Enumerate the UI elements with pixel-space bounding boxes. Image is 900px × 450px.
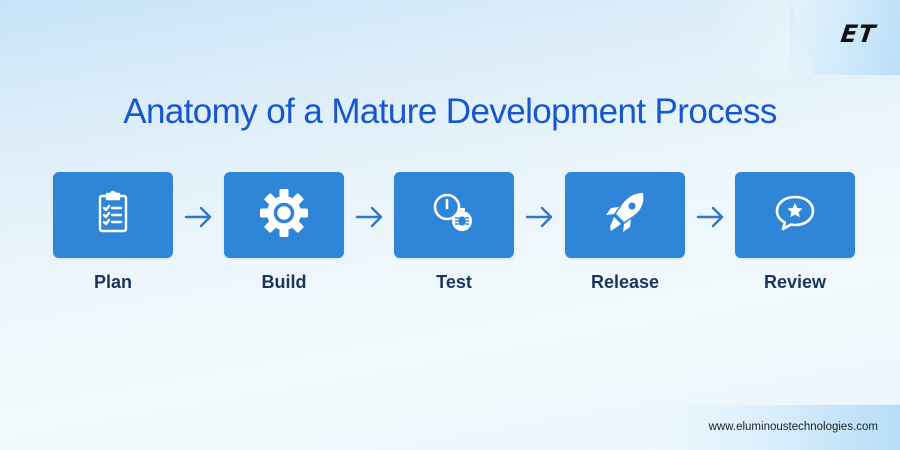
step-build [224, 172, 344, 258]
step-label-test: Test [436, 272, 472, 292]
step-release [565, 172, 685, 258]
company-logo: ET [839, 20, 878, 48]
arrow-right-icon [184, 206, 212, 228]
website-url: www.eluminoustechnologies.com [708, 421, 878, 433]
step-label-release: Release [590, 272, 660, 292]
step-test [394, 172, 514, 258]
step-label-review: Review [763, 272, 827, 292]
decorative-corner-bottom [648, 405, 900, 450]
speech-bubble-star-icon [769, 187, 821, 244]
clipboard-checklist-icon [87, 187, 139, 244]
step-label-build: Build [261, 272, 307, 292]
gear-icon [258, 187, 310, 244]
step-label-plan: Plan [93, 272, 132, 292]
decorative-corner-fade [710, 0, 790, 75]
arrow-right-icon [696, 206, 724, 228]
clock-bug-icon [428, 187, 480, 244]
arrow-right-icon [525, 206, 553, 228]
arrow-right-icon [355, 206, 383, 228]
rocket-icon [599, 187, 651, 244]
step-plan [53, 172, 173, 258]
page-title: Anatomy of a Mature Development Process [123, 92, 777, 131]
step-review [735, 172, 855, 258]
